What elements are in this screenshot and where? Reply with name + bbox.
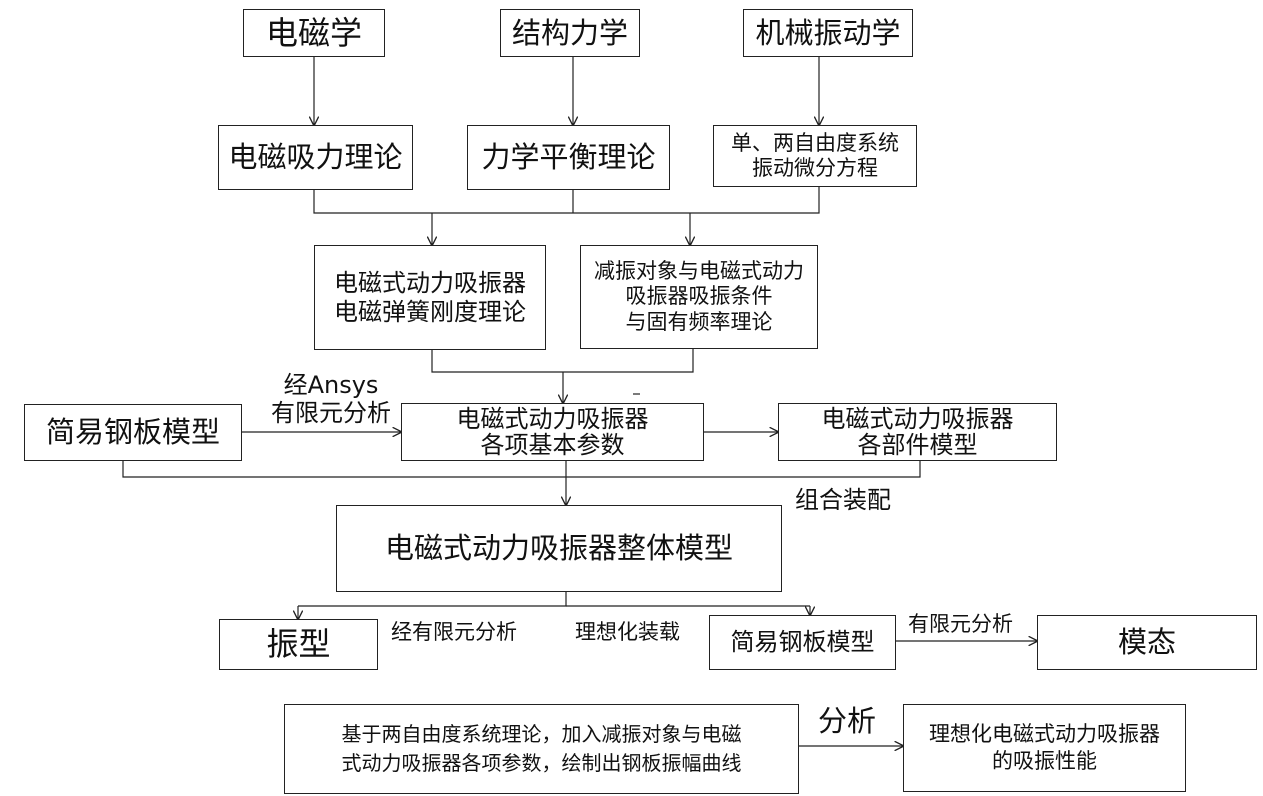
box-cond-line3: 与固有频率理论 — [625, 309, 773, 334]
box-param-line1: 电磁式动力吸振器 — [456, 404, 649, 433]
box-cond-line2: 吸振器吸振条件 — [625, 284, 773, 309]
label-via-fea: 经有限元分析 — [391, 620, 517, 644]
box-absorption-condition: 减振对象与电磁式动力 吸振器吸振条件 与固有频率理论 — [580, 245, 818, 349]
box-force-balance-theory-label: 力学平衡理论 — [481, 140, 656, 175]
box-param-line2: 各项基本参数 — [480, 431, 625, 459]
box-perf-line2: 的吸振性能 — [992, 749, 1097, 773]
box-modal: 模态 — [1037, 615, 1257, 670]
box-whole-model-label: 电磁式动力吸振器整体模型 — [384, 531, 733, 566]
box-dof-line1: 单、两自由度系统 — [731, 130, 899, 155]
label-assembly-text: 组合装配 — [795, 486, 891, 514]
box-mode-shape-label: 振型 — [266, 625, 331, 664]
box-structural-mechanics-label: 结构力学 — [511, 15, 628, 50]
box-parts-line2: 各部件模型 — [857, 431, 978, 459]
box-dof-line2: 振动微分方程 — [752, 156, 878, 180]
box-mechanical-vibration-label: 机械振动学 — [755, 15, 901, 50]
mid-merge-line — [431, 349, 694, 373]
box-mechanical-vibration: 机械振动学 — [743, 9, 913, 57]
split-line — [298, 592, 567, 607]
box-simple-plate-model: 简易钢板模型 — [24, 404, 242, 461]
box-electromagnetics-label: 电磁学 — [265, 13, 362, 52]
theory-merge-line — [313, 187, 820, 214]
box-simple-plate-model-2-label: 简易钢板模型 — [730, 628, 875, 657]
label-ansys-line2: 有限元分析 — [271, 398, 391, 427]
box-curve-line2: 式动力吸振器各项参数，绘制出钢板振幅曲线 — [341, 751, 742, 775]
box-simple-plate-model-label: 简易钢板模型 — [45, 415, 220, 450]
box-em-attraction-theory: 电磁吸力理论 — [218, 125, 413, 190]
box-absorption-performance: 理想化电磁式动力吸振器 的吸振性能 — [903, 704, 1186, 792]
box-force-balance-theory: 力学平衡理论 — [467, 125, 670, 190]
box-spring-line1: 电磁式动力吸振器 — [334, 268, 526, 297]
box-em-attraction-theory-label: 电磁吸力理论 — [228, 140, 403, 175]
box-spring-line2: 电磁弹簧刚度理论 — [334, 297, 526, 326]
label-ansys-line1: 经Ansys — [283, 371, 379, 399]
label-ansys-fea: 经Ansys 有限元分析 — [258, 371, 404, 427]
label-idealized-loading: 理想化装载 — [575, 620, 680, 644]
box-amplitude-curve: 基于两自由度系统理论，加入减振对象与电磁 式动力吸振器各项参数，绘制出钢板振幅曲… — [284, 704, 799, 794]
box-mode-shape: 振型 — [219, 619, 378, 670]
assembly-merge-line — [122, 461, 921, 478]
box-modal-label: 模态 — [1117, 625, 1176, 660]
box-perf-line1: 理想化电磁式动力吸振器 — [929, 721, 1160, 746]
box-parts-line1: 电磁式动力吸振器 — [821, 404, 1014, 433]
label-idealized-loading-text: 理想化装载 — [575, 620, 680, 644]
box-whole-model: 电磁式动力吸振器整体模型 — [336, 505, 782, 592]
box-curve-line1: 基于两自由度系统理论，加入减振对象与电磁 — [341, 722, 742, 746]
label-assembly: 组合装配 — [795, 486, 891, 515]
box-basic-parameters: 电磁式动力吸振器 各项基本参数 — [401, 403, 704, 461]
box-cond-line1: 减振对象与电磁式动力 — [594, 259, 804, 284]
label-via-fea-text: 经有限元分析 — [391, 620, 517, 644]
box-component-models: 电磁式动力吸振器 各部件模型 — [778, 403, 1057, 461]
box-em-spring-stiffness: 电磁式动力吸振器 电磁弹簧刚度理论 — [314, 245, 546, 350]
label-analyze-text: 分析 — [818, 704, 877, 738]
label-fea-2: 有限元分析 — [908, 612, 1013, 636]
label-fea-2-text: 有限元分析 — [908, 612, 1013, 636]
box-simple-plate-model-2: 简易钢板模型 — [709, 615, 896, 670]
box-structural-mechanics: 结构力学 — [500, 9, 640, 57]
box-electromagnetics: 电磁学 — [243, 9, 385, 57]
box-dof-vibration-equation: 单、两自由度系统 振动微分方程 — [713, 125, 917, 187]
label-analyze: 分析 — [818, 704, 877, 738]
